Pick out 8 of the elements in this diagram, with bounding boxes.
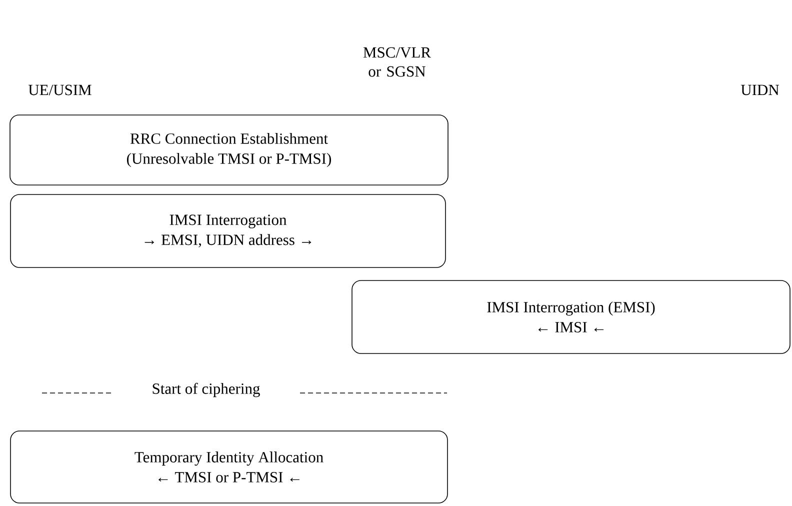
step-box: IMSI Interrogation → EMSI, UIDN address → <box>10 194 446 268</box>
column-heading: UIDN <box>740 84 780 96</box>
step-box: Temporary Identity Allocation ← TMSI or P-TMSI ← <box>10 430 448 504</box>
column-heading: MSC/VLR or SGSN <box>363 47 431 77</box>
section-label: Start of ciphering <box>150 380 262 400</box>
step-box: IMSI Interrogation (EMSI) ← IMSI ← <box>352 280 790 354</box>
column-heading: UE/USIM <box>28 84 92 96</box>
step-box: RRC Connection Establishment (Unresolvable TMSI or P-TMSI) <box>10 114 448 186</box>
